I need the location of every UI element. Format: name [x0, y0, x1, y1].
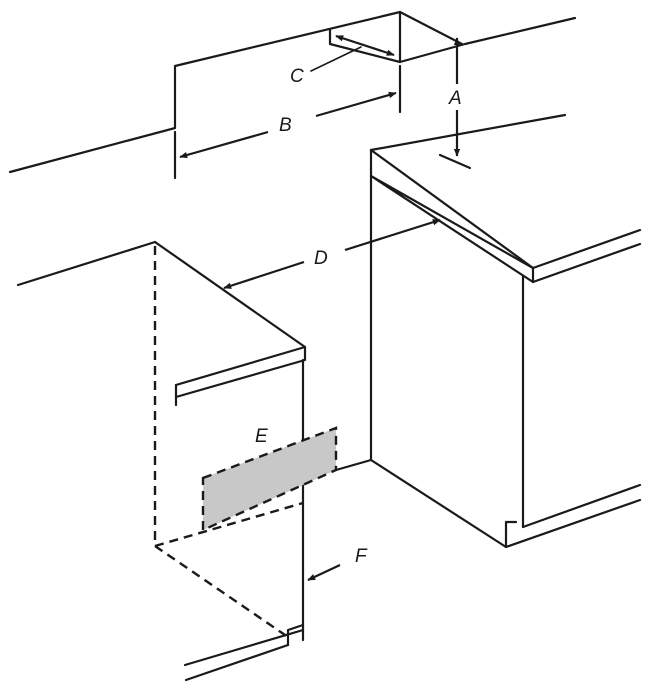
dimension-d: D	[223, 218, 441, 290]
label-b: B	[279, 115, 292, 136]
worktop-outline	[8, 10, 577, 174]
label-f: F	[355, 546, 368, 567]
dimension-b: B	[173, 64, 402, 180]
pointer-f: F	[307, 546, 368, 581]
dimension-c: C	[290, 34, 395, 87]
right-cabinet	[334, 113, 642, 549]
area-e: E	[201, 426, 338, 532]
label-a: A	[448, 88, 462, 109]
label-d: D	[314, 248, 328, 269]
left-cabinet	[16, 240, 307, 682]
hidden-outline	[153, 246, 304, 638]
label-c: C	[290, 66, 304, 87]
label-e: E	[255, 426, 268, 447]
dimension-a: A	[438, 37, 472, 170]
